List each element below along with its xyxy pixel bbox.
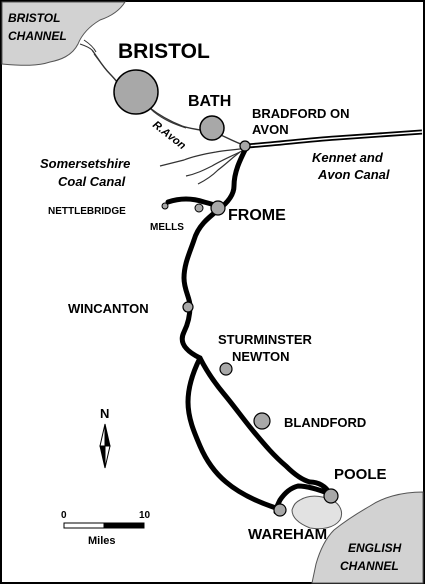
- scale-bar-white-segment: [63, 522, 105, 529]
- route-main: [179, 145, 249, 361]
- town-label-wareham: WAREHAM: [248, 526, 327, 543]
- coal-canal-branch-2: [185, 149, 245, 177]
- kennet-avon-label-1: Kennet and: [312, 150, 384, 165]
- north-arrow: N: [99, 406, 111, 469]
- kennet-avon-canal-inner: [245, 131, 423, 147]
- town-label-wincanton: WINCANTON: [68, 301, 149, 316]
- coal-canal-label-1: Somersetshire: [40, 156, 130, 171]
- scale-bar-end-label: 10: [139, 510, 151, 521]
- town-label-bath: BATH: [188, 93, 231, 110]
- north-arrow-lower-right-icon: [104, 445, 111, 469]
- route-east: [197, 355, 313, 485]
- town-label-frome: FROME: [228, 207, 286, 224]
- town-marker-poole: [323, 488, 339, 504]
- town-label-bristol: BRISTOL: [118, 40, 210, 63]
- town-label-bradford-1: BRADFORD ON: [252, 106, 350, 121]
- town-label-sturminster-2: NEWTON: [232, 349, 290, 364]
- town-marker-wincanton: [182, 301, 194, 313]
- town-label-mells: MELLS: [150, 222, 184, 233]
- coal-canal-branch-1: [159, 147, 247, 167]
- town-marker-blandford: [253, 412, 271, 430]
- scale-bar-unit-label: Miles: [88, 535, 116, 547]
- english-channel-label-2: CHANNEL: [340, 559, 399, 573]
- bristol-channel-label-1: BRISTOL: [8, 11, 60, 25]
- scale-bar: 0 10 Miles: [61, 510, 151, 547]
- kennet-avon-label-2: Avon Canal: [317, 167, 390, 182]
- town-marker-bath: [199, 115, 225, 141]
- town-marker-bristol: [113, 69, 159, 115]
- route-poole-wareham: [273, 479, 333, 515]
- coal-canal-branch-3: [197, 151, 241, 185]
- town-marker-sturminster: [219, 362, 233, 376]
- bristol-channel-sea: [1, 1, 126, 66]
- route-west: [185, 355, 279, 511]
- town-marker-nettlebridge: [161, 202, 169, 210]
- coal-canal-label-2: Coal Canal: [58, 174, 126, 189]
- bristol-channel-label-2: CHANNEL: [8, 29, 67, 43]
- town-marker-mells: [194, 203, 204, 213]
- town-marker-frome: [210, 200, 226, 216]
- town-marker-wareham: [273, 503, 287, 517]
- town-marker-bradford: [239, 140, 251, 152]
- english-channel-label-1: ENGLISH: [348, 541, 402, 555]
- river-avon-estuary: [79, 39, 97, 53]
- town-label-sturminster-1: STURMINSTER: [218, 332, 313, 347]
- scale-bar-start-label: 0: [61, 510, 67, 521]
- town-label-blandford: BLANDFORD: [284, 415, 366, 430]
- scale-bar-black-segment: [103, 522, 145, 529]
- north-arrow-label: N: [100, 406, 109, 421]
- english-channel-sea: [311, 491, 424, 584]
- town-label-bradford-2: AVON: [252, 122, 289, 137]
- town-label-nettlebridge: NETTLEBRIDGE: [48, 206, 126, 217]
- town-label-poole: POOLE: [334, 466, 387, 483]
